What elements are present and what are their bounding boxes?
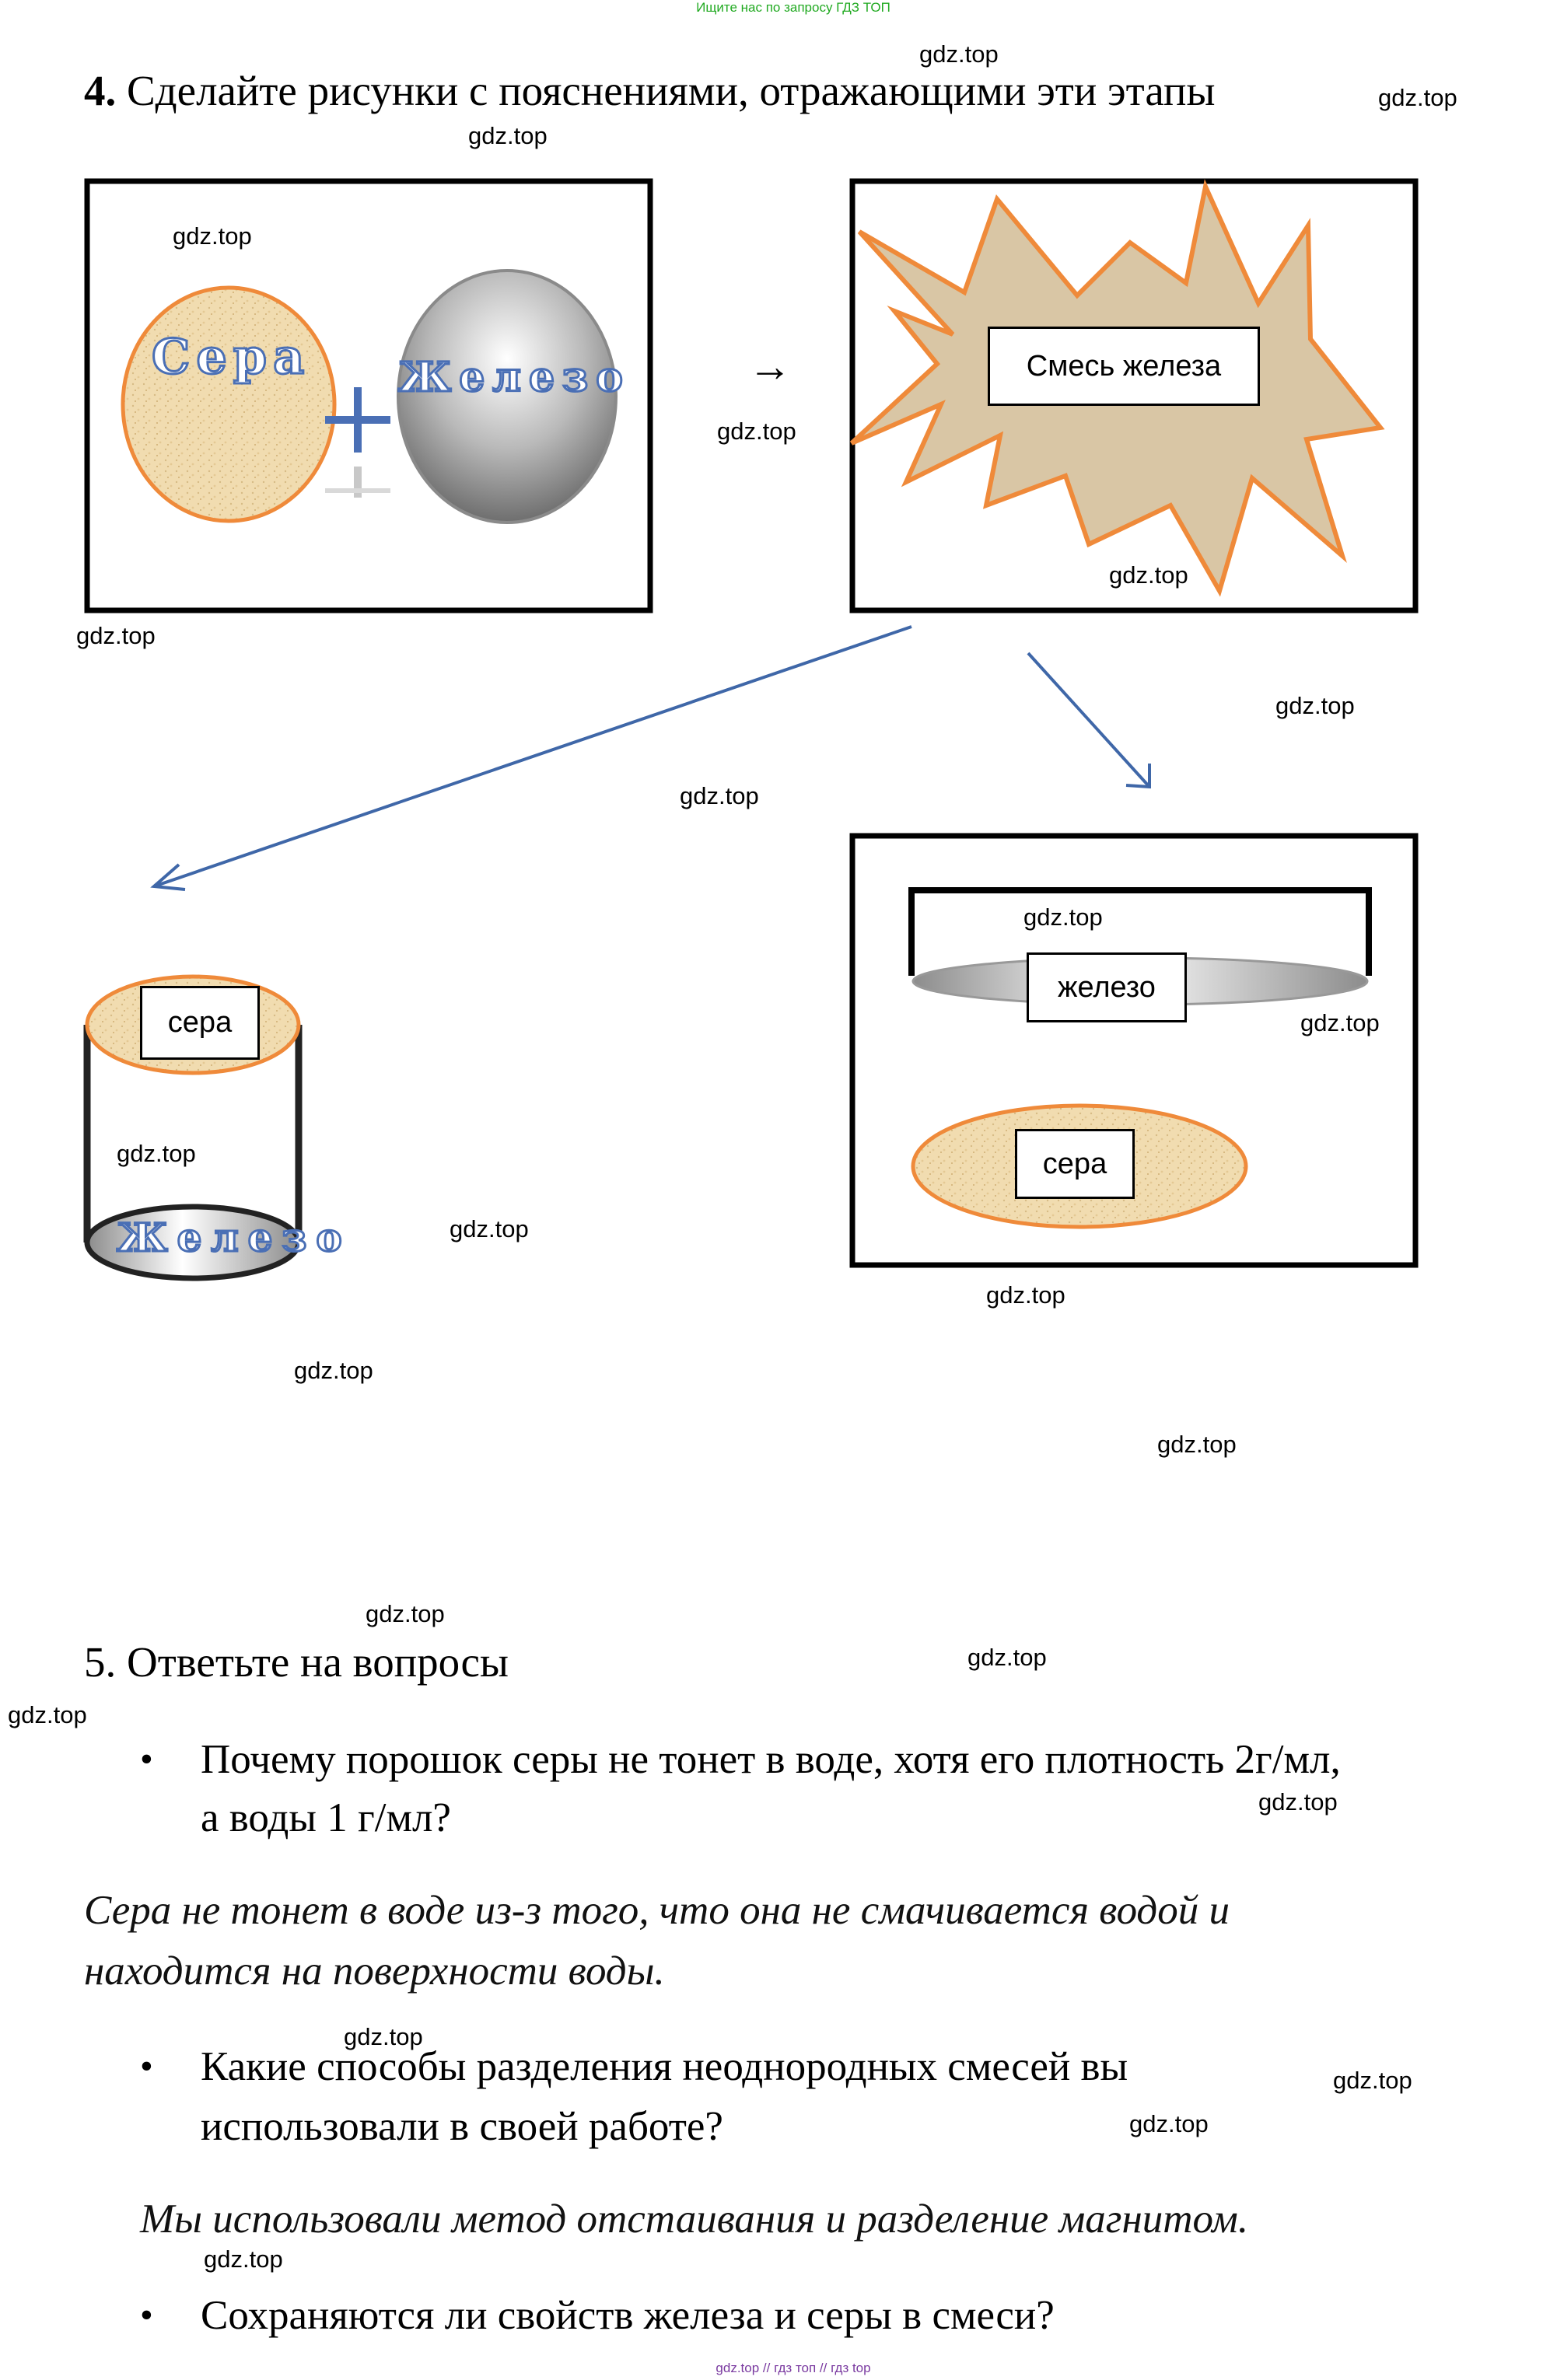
sulfur-word: Сера (150, 327, 311, 386)
answer-1-line-1: Сера не тонет в воде из-з того, что она … (84, 1888, 1230, 1933)
mixture-label: Смесь железа (988, 327, 1260, 406)
arrow-right-symbol: → (748, 343, 792, 391)
watermark: gdz.top (717, 418, 796, 445)
task5-heading: 5. Ответьте на вопросы (84, 1638, 509, 1686)
watermark: gdz.top (468, 122, 548, 149)
plus-sign (325, 387, 390, 498)
watermark: gdz.top (1157, 1431, 1237, 1458)
watermark: gdz.top (919, 40, 999, 68)
watermark: gdz.top (8, 1701, 87, 1728)
watermark: gdz.top (1300, 1009, 1380, 1036)
watermark: gdz.top (967, 1644, 1047, 1671)
watermark: gdz.top (204, 2245, 283, 2273)
answer-1-line-2: находится на поверхности воды. (84, 1948, 665, 1994)
iron-oval (397, 269, 618, 524)
box-sulfur-iron (84, 178, 653, 613)
watermark: gdz.top (294, 1357, 373, 1384)
box-separation (849, 833, 1419, 1268)
watermark: gdz.top (1333, 2067, 1412, 2094)
question-1-line-1: Почему порошок серы не тонет в воде, хот… (201, 1737, 1341, 1782)
watermark: gdz.top (1275, 692, 1355, 719)
watermark: gdz.top (1109, 561, 1188, 589)
question-2-line-1: Какие способы разделения неоднородных см… (201, 2044, 1128, 2089)
watermark: gdz.top (1378, 84, 1457, 111)
watermark: gdz.top (1129, 2110, 1209, 2137)
task4-number: 4. (84, 67, 117, 114)
arrow-to-magnet-box (1027, 652, 1151, 789)
bullet-1: • (140, 1739, 153, 1780)
question-2-line-2: использовали в своей работе? (201, 2104, 723, 2149)
watermark: gdz.top (366, 1600, 445, 1627)
iron-word: Железо (397, 353, 631, 403)
box-mixture (849, 178, 1419, 613)
task4-text: Сделайте рисунки с пояснениями, отражающ… (116, 67, 1216, 114)
watermark: gdz.top (344, 2023, 423, 2050)
watermark: gdz.top (986, 1281, 1065, 1309)
bottom-sulfur-label: сера (1015, 1129, 1135, 1199)
bullet-2: • (140, 2046, 153, 2087)
magnet-label: железо (1027, 952, 1187, 1022)
cylinder-top-label: сера (140, 986, 260, 1060)
question-3: Сохраняются ли свойств железа и серы в с… (201, 2293, 1055, 2338)
task4-heading: 4. Сделайте рисунки с пояснениями, отраж… (84, 66, 1215, 115)
sulfur-oval (121, 285, 337, 523)
watermark: gdz.top (1258, 1788, 1338, 1816)
cylinder-bottom-word: Железо (116, 1214, 352, 1262)
footer-links[interactable]: gdz.top // гдз топ // гдз top (716, 2361, 871, 2375)
watermark: gdz.top (173, 222, 252, 250)
watermark: gdz.top (117, 1140, 196, 1167)
watermark: gdz.top (76, 622, 156, 649)
watermark: gdz.top (1023, 903, 1103, 931)
search-hint[interactable]: Ищите нас по запросу ГДЗ ТОП (696, 0, 890, 15)
watermark: gdz.top (680, 782, 759, 809)
bullet-3: • (140, 2294, 153, 2336)
arrow-to-cylinder (150, 625, 912, 891)
answer-2: Мы использовали метод отстаивания и разд… (140, 2197, 1249, 2242)
question-1-line-2: а воды 1 г/мл? (201, 1795, 451, 1840)
watermark: gdz.top (450, 1215, 529, 1242)
